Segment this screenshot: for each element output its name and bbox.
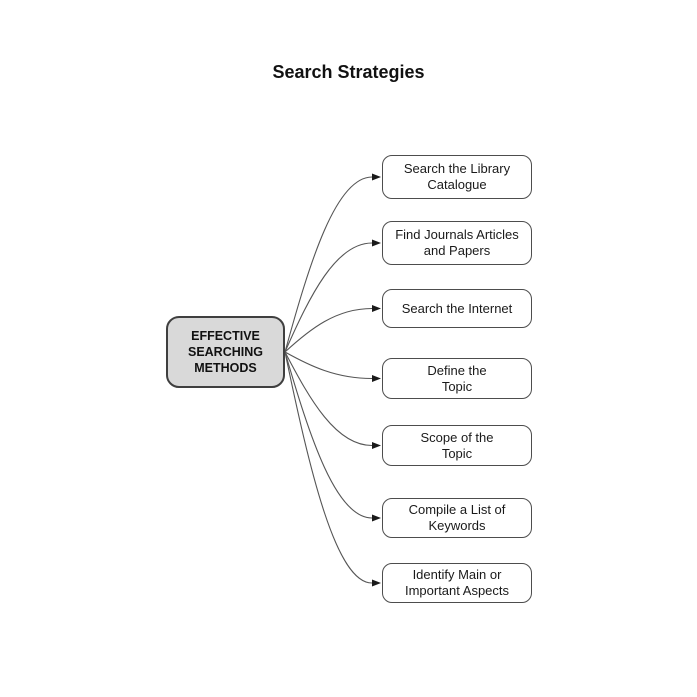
root-node-effective-searching-methods[interactable]: EFFECTIVE SEARCHING METHODS (166, 316, 285, 388)
node-label-line: and Papers (423, 243, 491, 258)
connector-line-2 (284, 239, 381, 353)
connector-line-5 (284, 351, 381, 449)
node-label-line: Find Journals Articles (395, 227, 519, 242)
node-find-journals-articles-papers[interactable]: Find Journals Articles and Papers (382, 221, 532, 265)
node-label-line: Topic (441, 445, 473, 461)
connector-line-1 (284, 173, 381, 353)
node-search-internet[interactable]: Search the Internet (382, 289, 532, 328)
node-label-line: Define the (427, 362, 487, 378)
node-label-line: Topic (441, 378, 473, 394)
node-scope-topic[interactable]: Scope of the Topic (382, 425, 532, 466)
node-compile-keywords[interactable]: Compile a List of Keywords (382, 498, 532, 538)
connector-line-3 (284, 305, 381, 353)
node-label-line: Compile a List of (408, 502, 506, 517)
connector-line-4 (284, 351, 381, 382)
root-node-label-line: METHODS (194, 361, 257, 375)
node-identify-aspects[interactable]: Identify Main or Important Aspects (382, 563, 532, 603)
connector-line-7 (284, 351, 381, 587)
connector-line-6 (284, 351, 381, 522)
root-node-label-line: SEARCHING (187, 345, 263, 359)
node-label-line: Keywords (428, 518, 486, 533)
node-label-line: Search the Library (403, 161, 511, 176)
node-label-line: Identify Main or (412, 567, 502, 582)
diagram-title: Search Strategies (272, 62, 425, 82)
node-label-line: Search the Internet (401, 300, 513, 316)
node-label-line: Important Aspects (404, 583, 510, 598)
node-search-library-catalogue[interactable]: Search the Library Catalogue (382, 155, 532, 199)
node-label-line: Scope of the (420, 429, 494, 445)
node-define-topic[interactable]: Define the Topic (382, 358, 532, 399)
node-label-line: Catalogue (427, 177, 487, 192)
root-node-label-line: EFFECTIVE (191, 329, 260, 343)
